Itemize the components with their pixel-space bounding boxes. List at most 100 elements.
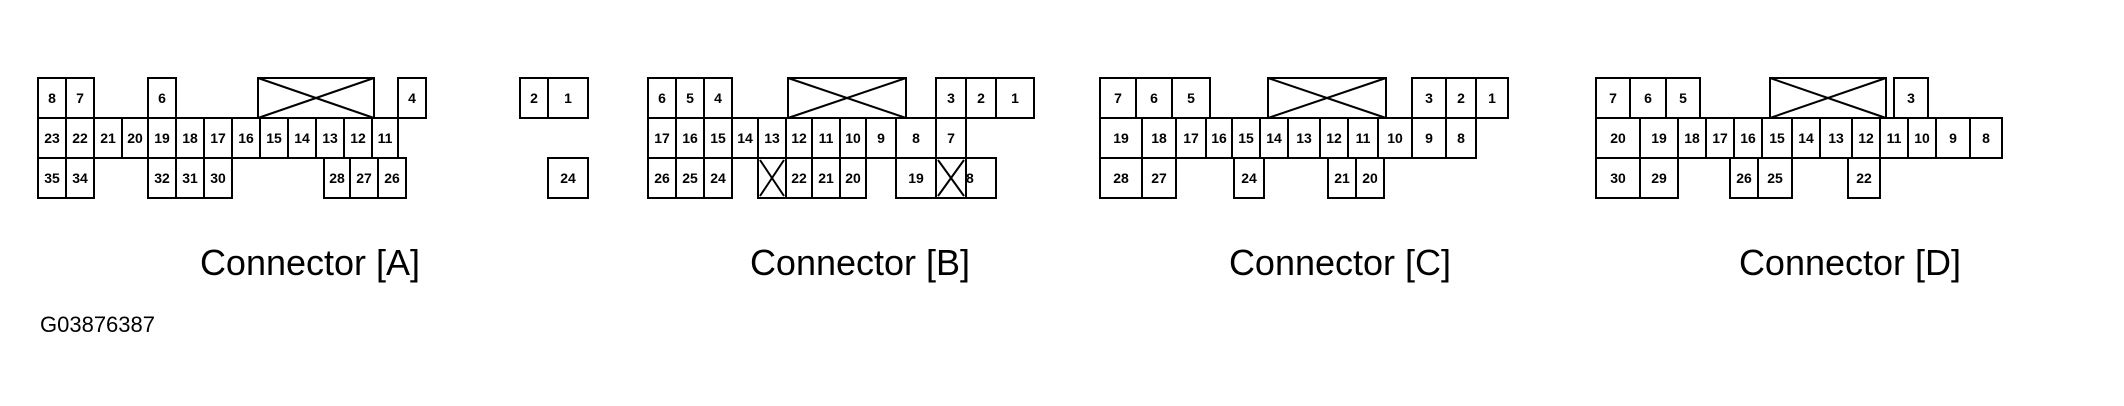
pin-cell (1175, 117, 1207, 159)
pin-number: 2 (977, 90, 985, 106)
pin-number: 3 (1907, 90, 1915, 106)
pin-cell (1141, 117, 1177, 159)
pin-number: 3 (947, 90, 955, 106)
pin-number: 8 (1457, 130, 1465, 146)
pin-cell (1851, 117, 1881, 159)
pin-number: 8 (1982, 130, 1990, 146)
pin-number: 11 (1356, 130, 1371, 146)
pin-cell (895, 157, 937, 199)
key-cross-line (1769, 77, 1887, 119)
pin-number: 1 (564, 90, 572, 106)
pin-number: 17 (210, 130, 226, 146)
pin-number: 10 (1914, 130, 1930, 146)
pin-cell (65, 157, 95, 199)
pin-number: 1 (1011, 90, 1019, 106)
pin-number: 13 (1296, 130, 1312, 146)
pin-cell (1327, 157, 1357, 199)
pin-number: 29 (1651, 170, 1667, 186)
pin-number: 21 (818, 170, 834, 186)
pin-number: 23 (44, 130, 60, 146)
pin-number: 12 (350, 130, 366, 146)
pin-number: 18 (182, 130, 198, 146)
pin-cell (547, 157, 589, 199)
pin-number: 20 (127, 130, 143, 146)
pin-cell (1705, 117, 1735, 159)
pin-number: 10 (1387, 130, 1403, 146)
pin-number: 13 (764, 130, 780, 146)
pin-cell (995, 77, 1035, 119)
pin-cell (1141, 157, 1177, 199)
pin-cell (1595, 77, 1631, 119)
pin-number: 20 (1362, 170, 1378, 186)
pin-cell (1135, 77, 1173, 119)
pin-cell (315, 117, 345, 159)
pin-number: 5 (686, 90, 694, 106)
pin-number: 13 (1828, 130, 1844, 146)
pin-number: 28 (1113, 170, 1129, 186)
pin-cell (93, 117, 123, 159)
pin-number: 25 (682, 170, 698, 186)
pin-number: 9 (1949, 130, 1957, 146)
pin-number: 7 (1114, 90, 1122, 106)
pin-number: 24 (710, 170, 726, 186)
key-cross-line (257, 77, 375, 119)
connector-b-face: 6543211716151413121110987262524232221201… (647, 77, 1035, 199)
pin-cell (1733, 117, 1763, 159)
pin-cell (1377, 117, 1413, 159)
pin-number: 12 (1326, 130, 1342, 146)
pin-number: 1 (1488, 90, 1496, 106)
pin-number: 24 (1241, 170, 1257, 186)
pin-number: 17 (1712, 130, 1728, 146)
pin-cell (1445, 117, 1477, 159)
pin-number: 32 (154, 170, 170, 186)
pin-number: 18 (1151, 130, 1167, 146)
pin-number: 5 (1679, 90, 1687, 106)
pin-number: 22 (1856, 170, 1872, 186)
connector-b-label: Connector [B] (749, 242, 971, 283)
pin-number: 12 (1858, 130, 1874, 146)
pin-cell (1099, 157, 1143, 199)
pin-number: 27 (1151, 170, 1167, 186)
pin-number: 3 (1425, 90, 1433, 106)
pin-cell (1969, 117, 2003, 159)
pin-cell (1639, 157, 1679, 199)
pin-number: 14 (737, 130, 753, 146)
pin-number: 2 (530, 90, 538, 106)
pin-cell (1231, 117, 1261, 159)
pin-number: 9 (1425, 130, 1433, 146)
pin-number: 25 (1767, 170, 1783, 186)
pin-number: 12 (791, 130, 807, 146)
pin-number: 30 (1610, 170, 1626, 186)
pin-cell (377, 157, 407, 199)
pin-cell (731, 117, 759, 159)
pin-number: 15 (266, 130, 282, 146)
pin-number: 14 (294, 130, 310, 146)
key-cross-line (1267, 77, 1387, 119)
pin-number: 6 (1150, 90, 1158, 106)
pin-number: 27 (356, 170, 372, 186)
pin-number: 7 (1609, 90, 1617, 106)
blank-pin-cross (759, 159, 785, 197)
pin-number: 19 (1651, 130, 1667, 146)
pin-number: 35 (44, 170, 60, 186)
pin-number: 10 (845, 130, 861, 146)
pin-number: 6 (158, 90, 166, 106)
pin-number: 8 (48, 90, 56, 106)
pin-number: 22 (72, 130, 88, 146)
pin-number: 2 (1457, 90, 1465, 106)
pin-number: 22 (791, 170, 807, 186)
pin-cell (121, 117, 149, 159)
pin-number: 15 (710, 130, 726, 146)
pin-number: 14 (1798, 130, 1814, 146)
pin-cell (371, 117, 399, 159)
pin-number: 20 (1610, 130, 1626, 146)
pin-cell (1757, 157, 1793, 199)
pin-number: 31 (182, 170, 198, 186)
pin-cell (647, 117, 677, 159)
pin-number: 17 (654, 130, 670, 146)
pin-cell (675, 77, 705, 119)
pin-number: 6 (1644, 90, 1652, 106)
